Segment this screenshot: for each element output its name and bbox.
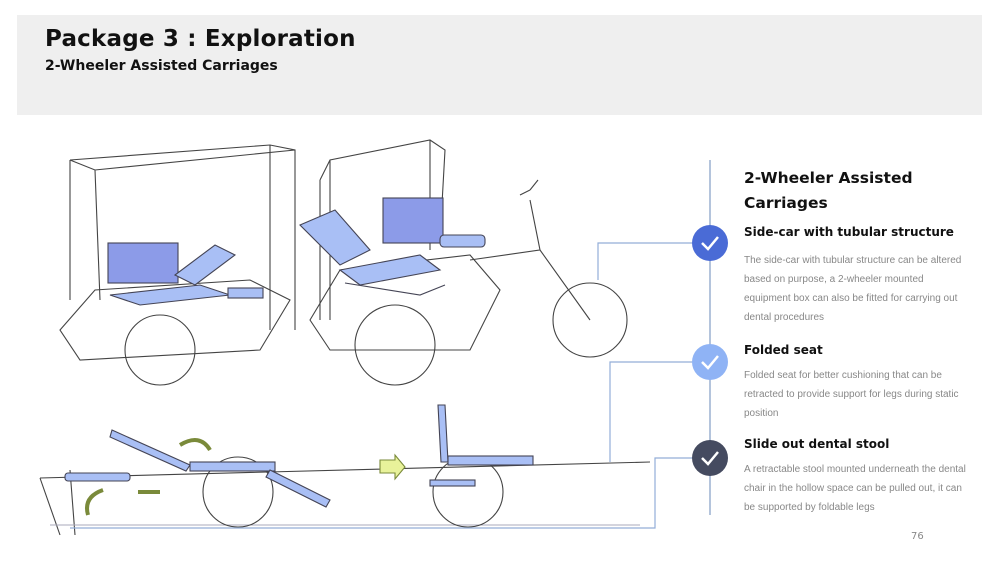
- check-icon: [692, 344, 728, 380]
- feature-title: Side-car with tubular structure: [744, 225, 954, 239]
- feature-description: The side-car with tubular structure can …: [744, 255, 962, 323]
- feature-title: Slide out dental stool: [744, 437, 890, 451]
- timeline-line: [709, 160, 711, 515]
- page-title: Package 3 : Exploration: [45, 26, 356, 52]
- callout-connectors: [70, 242, 692, 529]
- panel-title: 2-Wheeler Assisted Carriages: [744, 169, 913, 212]
- feature-title: Folded seat: [744, 343, 823, 357]
- feature-description: A retractable stool mounted underneath t…: [744, 464, 966, 513]
- check-icon: [692, 440, 728, 476]
- sketch-sidecar-canopy: [59, 144, 296, 386]
- page-subtitle: 2-Wheeler Assisted Carriages: [45, 58, 278, 74]
- header-banner: [17, 15, 982, 115]
- check-icon: [692, 225, 728, 261]
- sketch-sidecar-tubular: [299, 139, 628, 386]
- feature-description: Folded seat for better cushioning that c…: [744, 370, 959, 419]
- sketch-folding-sequence: [39, 404, 651, 536]
- page-number: 76: [911, 531, 924, 542]
